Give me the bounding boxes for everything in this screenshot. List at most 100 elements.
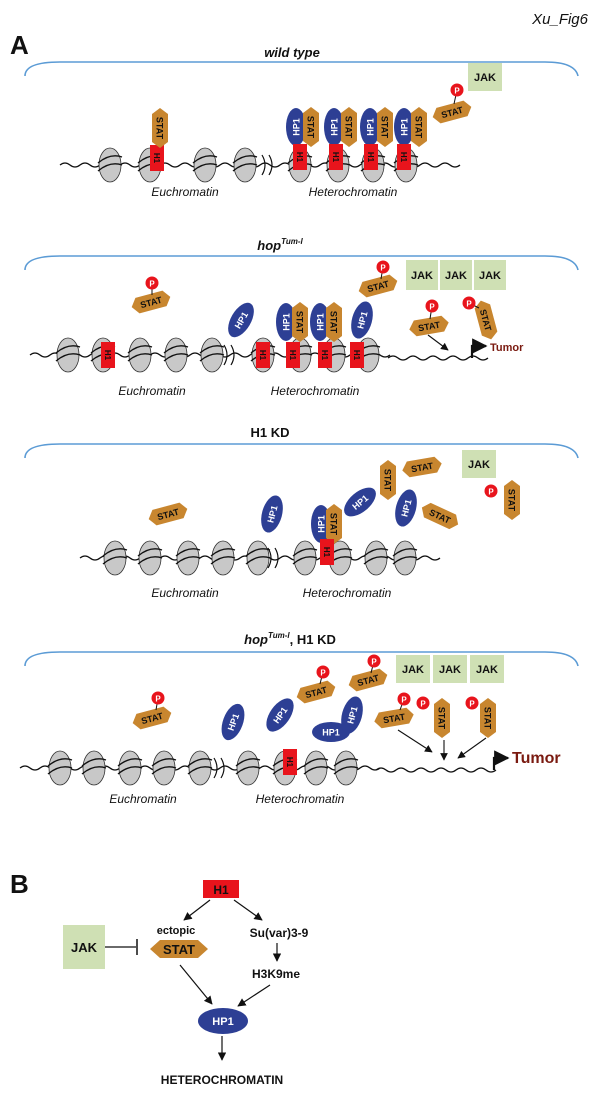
dna-wrap xyxy=(392,548,418,557)
phospho-circle xyxy=(465,696,479,710)
hp1-label: HP1 xyxy=(399,498,413,518)
phospho-circle xyxy=(484,484,498,498)
dna-wrap xyxy=(102,556,128,565)
region-label: Euchromatin xyxy=(151,586,219,600)
stat-protein: STAT xyxy=(132,706,172,730)
phospho-label: P xyxy=(429,303,435,312)
nucleosome xyxy=(97,147,123,183)
phospho-label: P xyxy=(454,87,460,96)
hp1-shape xyxy=(261,495,283,533)
stat-protein: STAT xyxy=(402,456,442,478)
stat-protein: STAT xyxy=(326,504,342,544)
phospho-circle xyxy=(367,654,381,668)
pathway-suvar-label: Su(var)3-9 xyxy=(250,926,309,940)
nucleosome xyxy=(363,540,389,576)
phospho-circle xyxy=(151,691,165,705)
stat-protein: STAT xyxy=(432,100,472,124)
region-label: Euchromatin xyxy=(118,384,186,398)
hp1-label: HP1 xyxy=(282,313,292,331)
h1-label: H1 xyxy=(320,350,329,361)
nucleosome xyxy=(303,750,329,786)
chromatin-break xyxy=(223,344,228,366)
jak-label: JAK xyxy=(474,72,496,84)
chromatin-break xyxy=(274,547,279,569)
stat-label: STAT xyxy=(507,489,517,512)
hp1-shape xyxy=(286,108,306,146)
phospho-label: P xyxy=(371,658,377,667)
jak-box xyxy=(440,260,472,290)
hp1-shape xyxy=(341,696,363,734)
nuclear-membrane xyxy=(24,443,579,459)
activation-arrow xyxy=(457,737,487,759)
dna-wrap xyxy=(55,345,81,354)
stat-shape xyxy=(358,274,398,298)
dna-wrap xyxy=(47,758,73,767)
jak-label: JAK xyxy=(402,664,424,676)
stat-protein: STAT xyxy=(377,107,393,147)
nucleosome xyxy=(292,540,318,576)
hp1-label: HP1 xyxy=(322,728,340,738)
jak-box xyxy=(433,655,467,683)
h1-box xyxy=(256,342,270,368)
panel-3-title: H1 KD xyxy=(250,425,289,440)
dna-wrap xyxy=(117,758,143,767)
stat-shape xyxy=(341,107,357,147)
hp1-protein: HP1 xyxy=(351,301,373,339)
dna-wrap xyxy=(303,766,329,775)
pathway-jak-label: JAK xyxy=(71,940,98,955)
nucleosome xyxy=(175,540,201,576)
h1-label: H1 xyxy=(295,152,304,163)
hp1-shape xyxy=(344,487,376,517)
nucleosome xyxy=(192,147,218,183)
dna-wrap xyxy=(192,163,218,172)
phospho-label: P xyxy=(320,669,326,678)
pathway-stat-shape xyxy=(150,940,208,958)
dna-wrap xyxy=(199,345,225,354)
stat-label: STAT xyxy=(155,117,165,140)
pathway-h3k9me-label: H3K9me xyxy=(252,967,300,981)
hp1-protein: HP1 xyxy=(395,489,417,527)
dna-wrap xyxy=(232,155,258,164)
phospho-circle xyxy=(397,692,411,706)
dna-wrap xyxy=(55,353,81,362)
hp1-protein: HP1 xyxy=(394,108,414,146)
jak-label: JAK xyxy=(411,270,433,282)
dna-strand xyxy=(375,767,497,773)
phospho-circle xyxy=(416,696,430,710)
stat-shape xyxy=(377,107,393,147)
stat-protein: STAT xyxy=(303,107,319,147)
h1-label: H1 xyxy=(366,152,375,163)
phospho-circle xyxy=(450,83,464,97)
phospho-label: P xyxy=(380,264,386,273)
dna-strand xyxy=(59,162,461,168)
dna-wrap xyxy=(127,353,153,362)
hp1-shape xyxy=(310,303,330,341)
pathway-hp1-label: HP1 xyxy=(212,1016,233,1028)
phospho-label: P xyxy=(466,300,472,309)
chromatin-break xyxy=(213,757,218,779)
pathway-h1-box xyxy=(203,880,239,898)
jak-box xyxy=(470,655,504,683)
stat-protein: STAT xyxy=(474,300,498,340)
nuclear-membrane xyxy=(24,61,579,77)
figure-id-label: Xu_Fig6 xyxy=(531,11,589,28)
hp1-protein: HP1 xyxy=(341,696,363,734)
dna-wrap xyxy=(292,548,318,557)
hp1-label: HP1 xyxy=(355,310,369,330)
region-label: Heterochromatin xyxy=(309,185,398,199)
stat-label: STAT xyxy=(380,116,390,139)
nucleosome xyxy=(151,750,177,786)
stat-shape xyxy=(152,108,168,148)
dna-wrap xyxy=(163,345,189,354)
dna-wrap xyxy=(192,155,218,164)
pathway-ectopic-label: ectopic xyxy=(157,925,196,937)
stat-shape xyxy=(131,290,171,314)
nucleosome xyxy=(327,540,353,576)
stat-protein: STAT xyxy=(148,502,188,526)
stat-protein: STAT xyxy=(480,698,496,738)
dna-wrap xyxy=(210,548,236,557)
dna-wrap xyxy=(151,758,177,767)
hp1-protein: HP1 xyxy=(310,303,330,341)
stat-label: STAT xyxy=(383,469,393,492)
